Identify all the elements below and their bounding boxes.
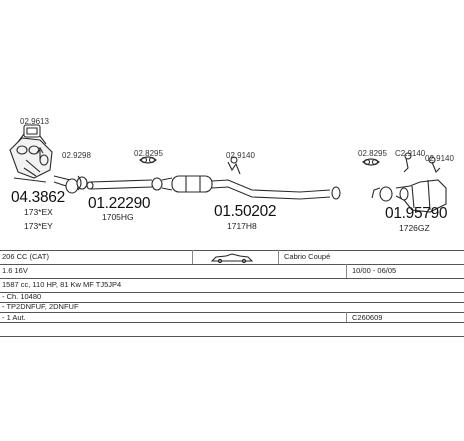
hanger-part-2 [227,156,241,175]
part-code-3: 1717H8 [227,221,257,231]
production-dates: 10/00 - 06/05 [352,266,397,275]
gasket-part-1 [23,124,41,138]
car-icon [210,253,254,263]
engine-codes: - TP2DNFUF, 2DNFUF [2,302,79,311]
ref-label-1: 02.9613 [20,117,49,126]
part-number-2: 01.22290 [88,195,151,212]
engine-spec: 1.6 16V [2,266,28,275]
exhaust-system-diagram [9,124,447,213]
front-pipe-part [53,175,79,194]
ref-label-3: 02.8295 [134,149,163,158]
catalog-code: C260609 [352,313,383,322]
transmission-info: - 1 Aut. [2,313,26,322]
part-code-4: 1726GZ [399,223,430,233]
ref-label-5: 02.8295 [358,149,387,158]
clamp-part-3 [331,186,341,200]
catalytic-converter-part [9,133,53,183]
middle-silencer-part [161,175,331,200]
part-number-3: 01.50202 [214,203,277,220]
rear-silencer-part [395,179,447,213]
clamp-part-1 [76,175,88,191]
part-number-1: 04.3862 [11,189,65,206]
body-type: Cabrio Coupé [284,252,331,261]
ref-label-6: C2.9140 [395,149,426,158]
vehicle-model: 206 CC (CAT) [2,252,49,261]
ref-label-2: 02.9298 [62,151,91,160]
arrow-head-icon [36,146,44,154]
intermediate-pipe-part [86,179,153,190]
hanger-part-5 [428,156,441,173]
ref-label-4: 02.9140 [226,151,255,160]
clamp-part-2 [151,177,163,191]
engine-details: 1587 cc, 110 HP, 81 Kw MF TJ5JP4 [2,280,122,289]
hanger-part-1 [139,156,157,164]
part-number-4: 01.95790 [385,205,448,222]
hanger-part-4 [403,152,412,173]
part-code-1a: 173*EX [24,207,53,217]
part-code-1b: 173*EY [24,221,53,231]
part-code-2: 1705HG [102,212,134,222]
chassis-info: - Ch. 10480 [2,292,42,301]
rear-clamp-part [371,186,393,202]
ref-label-7: 02.9140 [425,154,454,163]
hanger-part-3 [362,158,380,166]
